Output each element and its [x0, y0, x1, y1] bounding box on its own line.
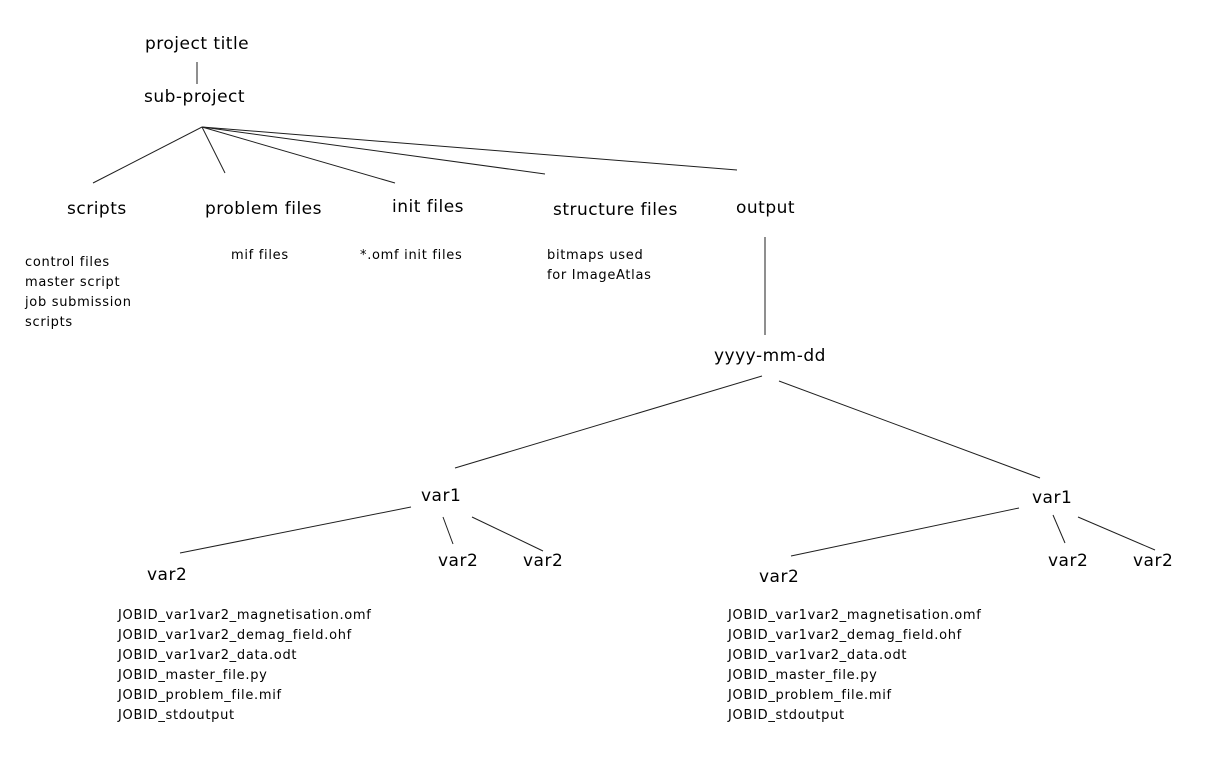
file-list-item: JOBID_stdoutput	[118, 708, 235, 723]
file-list-item: JOBID_problem_file.mif	[728, 688, 892, 703]
edge-subproject-problem	[201, 126, 226, 174]
file-list-item: JOBID_var1var2_demag_field.ohf	[728, 628, 962, 643]
node-date-folder: yyyy-mm-dd	[714, 346, 826, 366]
edge-var1-left-var2-leaf1	[442, 516, 454, 545]
node-var2-main-left: var2	[147, 565, 188, 585]
edge-subproject-output	[201, 126, 738, 171]
node-var1-right: var1	[1032, 488, 1073, 508]
scripts-note-line: master script	[25, 275, 121, 290]
edge-var1-left-var2-main	[179, 506, 412, 554]
node-project-title: project title	[145, 34, 250, 54]
file-list-item: JOBID_var1var2_data.odt	[728, 648, 908, 663]
file-list-item: JOBID_var1var2_magnetisation.omf	[118, 608, 372, 623]
edge-subproject-init	[201, 126, 396, 184]
node-var1-left: var1	[421, 486, 462, 506]
node-var2-main-right: var2	[759, 567, 800, 587]
node-init-files: init files	[392, 197, 465, 217]
edge-subproject-structure	[201, 126, 546, 175]
edge-var1-right-var2-leaf1	[1052, 514, 1066, 544]
edge-var1-right-var2-main	[790, 507, 1020, 557]
problem-files-note: mif files	[231, 248, 289, 263]
node-problem-files: problem files	[205, 199, 322, 219]
node-structure-files: structure files	[553, 200, 678, 220]
edge-var1-right-var2-leaf2	[1077, 516, 1156, 551]
edge-subproject-scripts	[92, 126, 203, 184]
file-list-left: JOBID_var1var2_magnetisation.omf JOBID_v…	[118, 606, 372, 726]
structure-files-note-line: bitmaps used	[547, 248, 644, 263]
file-list-item: JOBID_master_file.py	[728, 668, 878, 683]
file-list-item: JOBID_master_file.py	[118, 668, 268, 683]
scripts-note-line: control files	[25, 255, 110, 270]
file-list-item: JOBID_var1var2_data.odt	[118, 648, 298, 663]
node-var2-leaf2-left: var2	[523, 551, 564, 571]
node-output: output	[736, 198, 796, 218]
file-list-item: JOBID_problem_file.mif	[118, 688, 282, 703]
node-var2-leaf1-left: var2	[438, 551, 479, 571]
node-sub-project: sub-project	[144, 87, 246, 107]
file-list-item: JOBID_var1var2_magnetisation.omf	[728, 608, 982, 623]
file-list-item: JOBID_stdoutput	[728, 708, 845, 723]
edge-date-var1-right	[778, 380, 1041, 479]
structure-files-notes: bitmaps used for ImageAtlas	[547, 246, 652, 286]
scripts-note-line: job submission	[25, 295, 132, 310]
scripts-note-line: scripts	[25, 315, 73, 330]
structure-files-note-line: for ImageAtlas	[547, 268, 652, 283]
scripts-notes: control files master script job submissi…	[25, 253, 132, 333]
node-scripts: scripts	[67, 199, 127, 219]
file-list-item: JOBID_var1var2_demag_field.ohf	[118, 628, 352, 643]
init-files-note: *.omf init files	[360, 248, 463, 263]
edge-date-var1-left	[454, 375, 763, 469]
node-var2-leaf1-right: var2	[1048, 551, 1089, 571]
edge-var1-left-var2-leaf2	[471, 516, 544, 552]
node-var2-leaf2-right: var2	[1133, 551, 1174, 571]
file-list-right: JOBID_var1var2_magnetisation.omf JOBID_v…	[728, 606, 982, 726]
